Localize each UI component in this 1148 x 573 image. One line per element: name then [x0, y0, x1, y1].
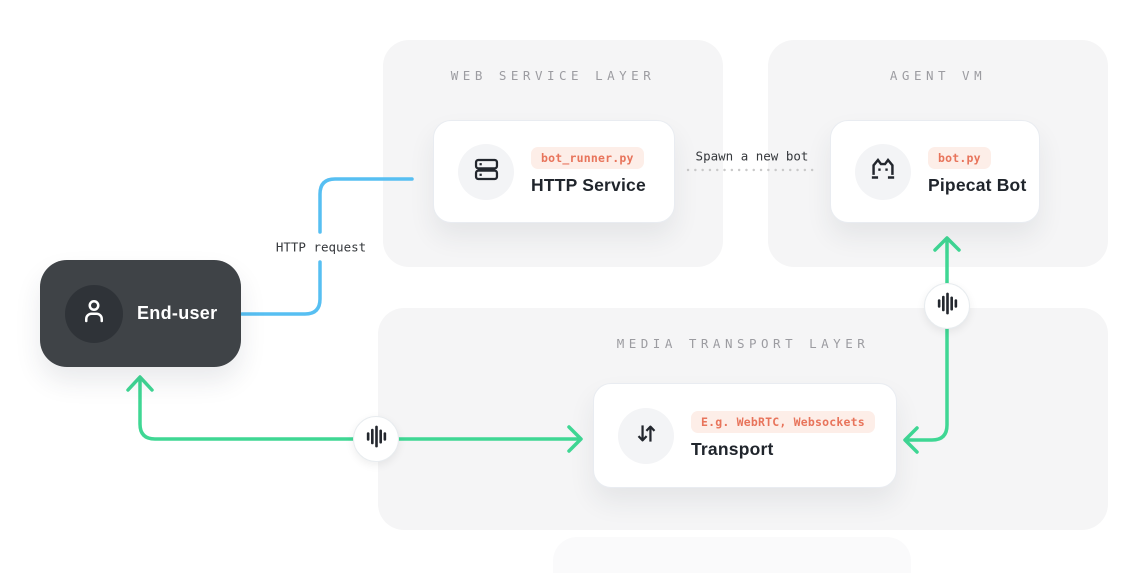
http-service-icon-circle: [458, 143, 514, 200]
transport-card: E.g. WebRTC, Websockets Transport: [593, 383, 897, 488]
http-request-line: [240, 177, 414, 316]
http-service-card: bot_runner.py HTTP Service: [433, 120, 675, 223]
http-request-label: HTTP request: [275, 239, 367, 255]
transfer-arrows-icon: [633, 420, 660, 452]
bot-transport-media-line: [903, 236, 961, 454]
transport-icon-circle: [618, 407, 674, 464]
person-icon: [79, 296, 109, 331]
bottom-hint-panel: [553, 537, 911, 573]
audio-waveform-badge-right: [924, 283, 970, 329]
transport-title: Transport: [691, 439, 774, 459]
end-user-label: End-user: [137, 303, 218, 323]
pipecat-cat-icon: [868, 154, 898, 189]
server-icon: [473, 156, 500, 188]
audio-waveform-icon: [936, 292, 959, 320]
http-service-badge: bot_runner.py: [531, 147, 644, 169]
pipecat-bot-icon-circle: [855, 143, 911, 200]
pipecat-bot-card: bot.py Pipecat Bot: [830, 120, 1040, 223]
end-user-node: End-user: [40, 260, 241, 367]
audio-waveform-badge-left: [353, 416, 399, 462]
media-transport-layer-panel: MEDIA TRANSPORT LAYER: [378, 308, 1108, 530]
agent-vm-title: AGENT VM: [889, 68, 987, 83]
user-transport-media-line: [126, 375, 583, 453]
end-user-avatar: [65, 284, 123, 343]
pipecat-bot-title: Pipecat Bot: [928, 175, 1027, 195]
web-service-layer-title: WEB SERVICE LAYER: [450, 68, 656, 83]
audio-waveform-icon: [365, 425, 388, 453]
http-service-title: HTTP Service: [531, 175, 646, 195]
spawn-bot-label: Spawn a new bot: [695, 148, 809, 164]
media-transport-layer-title: MEDIA TRANSPORT LAYER: [616, 336, 870, 351]
pipecat-bot-badge: bot.py: [928, 147, 991, 169]
transport-badge: E.g. WebRTC, Websockets: [691, 411, 875, 433]
